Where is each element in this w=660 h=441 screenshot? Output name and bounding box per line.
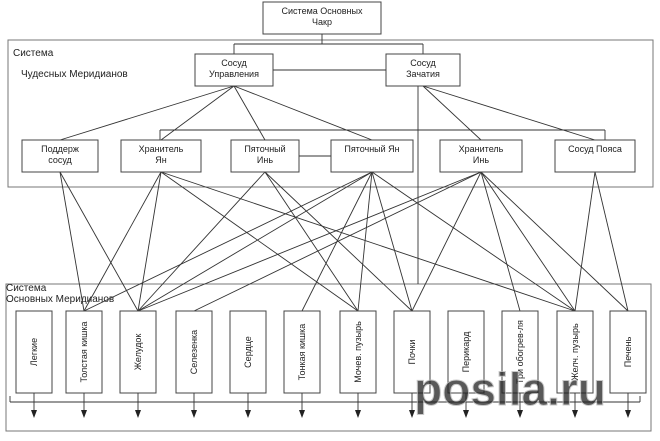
extra-meridian-label-e3-0: Пяточный <box>244 144 285 154</box>
main-meridian-label-3: Селезенка <box>189 330 199 374</box>
main-meridian-label-7: Почки <box>407 340 417 365</box>
vessel-label-con-1: Зачатия <box>406 69 440 79</box>
main-meridian-box-3 <box>175 310 213 394</box>
arrow-head-9 <box>517 410 523 418</box>
line-e2-to-meridian-2 <box>137 171 162 312</box>
chakra-system-line-2: Чакр <box>312 17 332 27</box>
main-meridian-box-10 <box>556 310 594 394</box>
arrow-head-6 <box>355 410 361 418</box>
line-e5-to-meridian-2 <box>137 171 482 312</box>
arrow-head-3 <box>191 410 197 418</box>
line-e3-to-meridian-2 <box>137 171 266 312</box>
line-e5-to-meridian-11 <box>480 171 629 312</box>
vessel-box-con <box>385 53 461 87</box>
extraordinary-meridians-frame <box>7 39 654 188</box>
main-meridian-box-5 <box>283 310 321 394</box>
extra-meridian-box-e4 <box>330 139 414 173</box>
main-meridian-box-0 <box>15 310 53 394</box>
bottom-arrows <box>9 393 641 418</box>
main-meridian-label-11: Печень <box>623 336 633 367</box>
arrow-head-7 <box>409 410 415 418</box>
watermark: posila.ru <box>414 363 606 415</box>
line-e4-to-meridian-10 <box>371 171 576 312</box>
line-e2-to-meridian-10 <box>160 171 576 312</box>
arrow-head-0 <box>31 410 37 418</box>
extra-meridian-label-e6-0: Сосуд Пояса <box>568 144 622 154</box>
line-e5-to-meridian-9 <box>480 171 521 312</box>
line-e6-to-meridian-11 <box>594 171 629 312</box>
line-e1-to-meridian-2 <box>59 171 139 312</box>
main-meridian-box-1 <box>65 310 103 394</box>
line-e3-to-meridian-6 <box>264 171 359 312</box>
main-meridian-label-1: Толстая кишка <box>79 321 89 382</box>
arrow-head-2 <box>135 410 141 418</box>
connection-lines <box>59 34 629 312</box>
arrow-head-10 <box>572 410 578 418</box>
arrow-head-4 <box>245 410 251 418</box>
line-e4-to-meridian-2 <box>137 171 373 312</box>
chakra-system-box <box>262 1 382 35</box>
line-e4-to-meridian-7 <box>371 171 413 312</box>
extra-meridian-box-e5 <box>439 139 523 173</box>
main-meridians-frame <box>5 283 652 432</box>
main-meridian-label-2: Желудок <box>133 334 143 371</box>
main-meridian-box-9 <box>501 310 539 394</box>
extra-meridian-label-e5-0: Хранитель <box>459 144 504 154</box>
chakra-system-line-1: Система Основных <box>282 6 363 16</box>
line-governing-to-e2 <box>160 85 235 141</box>
line-e4-to-meridian-6 <box>357 171 373 312</box>
line-conception-to-e5 <box>422 85 482 141</box>
extra-meridian-label-e3-1: Инь <box>257 155 273 165</box>
arrow-head-11 <box>625 410 631 418</box>
main-meridian-label-9: Три обогрев-ля <box>515 320 525 384</box>
main-group-title-1: Система <box>6 283 47 294</box>
main-meridian-label-5: Тонкая кишка <box>297 324 307 381</box>
line-e2-to-meridian-6 <box>160 171 359 312</box>
line-governing-to-e3 <box>233 85 266 141</box>
vessel-label-gov-0: Сосуд <box>221 58 247 68</box>
extra-meridian-label-e4-0: Пяточный Ян <box>344 144 399 154</box>
extra-meridian-label-e1-1: сосуд <box>48 155 72 165</box>
extra-meridian-box-e6 <box>554 139 636 173</box>
main-meridian-box-11 <box>609 310 647 394</box>
extra-meridian-box-e2 <box>120 139 202 173</box>
extraordinary-group-title-2: Чудесных Меридианов <box>21 69 128 80</box>
line-conception-to-e6 <box>422 85 596 141</box>
extra-meridian-box-e1 <box>21 139 99 173</box>
arrow-head-5 <box>299 410 305 418</box>
extra-meridian-label-e2-0: Хранитель <box>139 144 184 154</box>
vessel-label-gov-1: Управления <box>209 69 259 79</box>
line-e2-to-meridian-1 <box>83 171 162 312</box>
meridian-nodes: СосудУправленияСосудЗачатияПоддержсосудХ… <box>15 53 647 394</box>
main-meridian-label-10: Желч. пузырь <box>570 323 580 381</box>
line-e5-to-meridian-3 <box>193 171 482 312</box>
extraordinary-group-title-1: Система <box>13 48 54 59</box>
vessel-box-gov <box>194 53 274 87</box>
arrow-head-8 <box>463 410 469 418</box>
extra-meridian-label-e5-1: Инь <box>473 155 489 165</box>
extra-meridian-label-e2-1: Ян <box>155 155 166 165</box>
main-meridian-label-8: Перикард <box>461 331 471 372</box>
vessel-label-con-0: Сосуд <box>410 58 436 68</box>
line-e6-to-meridian-10 <box>574 171 596 312</box>
main-meridian-label-6: Мочев. пузырь <box>353 321 363 383</box>
line-e5-to-meridian-7 <box>411 171 482 312</box>
line-governing-to-e4 <box>233 85 373 141</box>
line-e1-to-meridian-1 <box>59 171 85 312</box>
line-e5-to-meridian-10 <box>480 171 576 312</box>
line-e4-to-meridian-1 <box>83 171 373 312</box>
main-meridian-label-4: Сердце <box>243 336 253 368</box>
arrow-head-1 <box>81 410 87 418</box>
main-meridian-label-0: Легкие <box>29 338 39 366</box>
extra-meridian-box-e3 <box>230 139 300 173</box>
main-group-title-2: Основных Меридианов <box>6 294 114 305</box>
line-governing-to-e1 <box>59 85 235 141</box>
extra-meridian-label-e1-0: Поддерж <box>41 144 79 154</box>
